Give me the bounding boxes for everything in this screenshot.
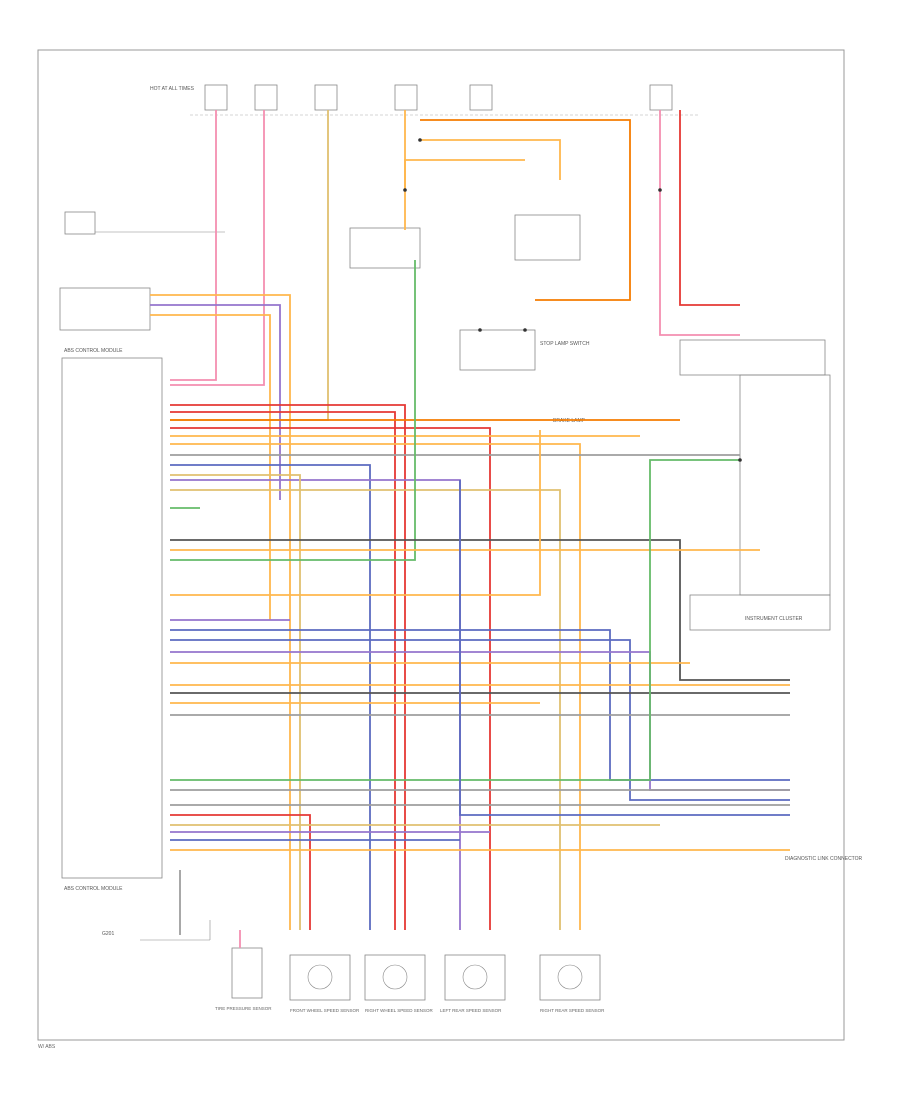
wheel-sensor-fl-label: FRONT WHEEL SPEED SENSOR — [290, 1008, 360, 1013]
module-title: ABS CONTROL MODULE — [64, 348, 123, 354]
wheel-sensor-fr — [364, 954, 426, 1001]
ground-symbol: G201 — [102, 920, 211, 941]
wheel-sensor-rr-label: RIGHT REAR SPEED SENSOR — [540, 1008, 605, 1013]
brake-switch-label: STOP LAMP SWITCH — [540, 341, 590, 347]
wires — [150, 110, 790, 948]
wire-pink-2 — [170, 110, 265, 386]
junction-dots — [403, 138, 742, 462]
wheel-sensors: TIRE PRESSURE SENSOR FRONT WHEEL SPEED S… — [215, 947, 605, 1013]
wheel-sensor-rr — [539, 954, 601, 1001]
abs-module: ABS CONTROL MODULE ABS CONTROL MODULE — [61, 348, 163, 892]
wire-blue-3 — [170, 629, 790, 781]
left-switch — [64, 211, 225, 235]
module-bottom-label: ABS CONTROL MODULE — [64, 886, 123, 892]
ground-label: G201 — [102, 931, 114, 937]
instrument-cluster: INSTRUMENT CLUSTER — [679, 339, 831, 631]
wire-orange-top-4 — [404, 159, 525, 190]
wire-blue-5 — [170, 651, 790, 791]
pressure-sensor — [231, 947, 263, 999]
wheel-sensor-rl-label: LEFT REAR SPEED SENSOR — [440, 1008, 502, 1013]
wheel-sensor-rl — [444, 954, 506, 1001]
wire-orange-top-2 — [420, 119, 631, 301]
wire-tan-2 — [170, 489, 561, 930]
wire-blue-7 — [459, 480, 790, 816]
wire-red-2 — [170, 411, 396, 930]
fuse-label: HOT AT ALL TIMES — [150, 86, 195, 92]
wire-orange-5 — [170, 430, 541, 596]
cluster-label: INSTRUMENT CLUSTER — [745, 616, 803, 622]
wire-pink-3 — [659, 110, 740, 336]
wheel-sensor-fl — [289, 954, 351, 1001]
wire-red-1 — [170, 404, 406, 930]
wire-red-4 — [170, 814, 311, 930]
wire-red-3 — [170, 427, 491, 930]
wire-blue-2 — [170, 479, 461, 930]
connector-block — [59, 287, 151, 331]
diag-label: DIAGNOSTIC LINK CONNECTOR — [785, 856, 863, 862]
pressure-sensor-label: TIRE PRESSURE SENSOR — [215, 1006, 272, 1011]
wire-tan-1 — [170, 474, 301, 930]
wire-blue-1 — [170, 464, 371, 930]
wire-orange-3 — [170, 443, 581, 930]
wire-cb-1 — [150, 294, 291, 930]
fuse-row: HOT AT ALL TIMES — [150, 84, 700, 116]
wire-red-top — [679, 110, 740, 306]
wire-pink-1 — [170, 110, 217, 381]
diagram-frame — [37, 49, 845, 1041]
wire-orange-top-3 — [420, 139, 561, 180]
wire-cb-3 — [150, 314, 271, 620]
wire-tan-top — [170, 110, 329, 421]
footer-label: W/ ABS — [38, 1044, 56, 1050]
wheel-sensor-fr-label: RIGHT WHEEL SPEED SENSOR — [365, 1008, 434, 1013]
wire-green-3 — [170, 459, 740, 781]
brake-lamp-label: BRAKE LAMP — [553, 418, 586, 424]
wire-dark-1 — [170, 539, 790, 681]
wire-blue-4 — [170, 639, 790, 801]
relay-area: STOP LAMP SWITCH BRAKE LAMP — [349, 214, 590, 424]
wire-green-2 — [170, 260, 416, 561]
wire-cb-2 — [150, 304, 281, 500]
